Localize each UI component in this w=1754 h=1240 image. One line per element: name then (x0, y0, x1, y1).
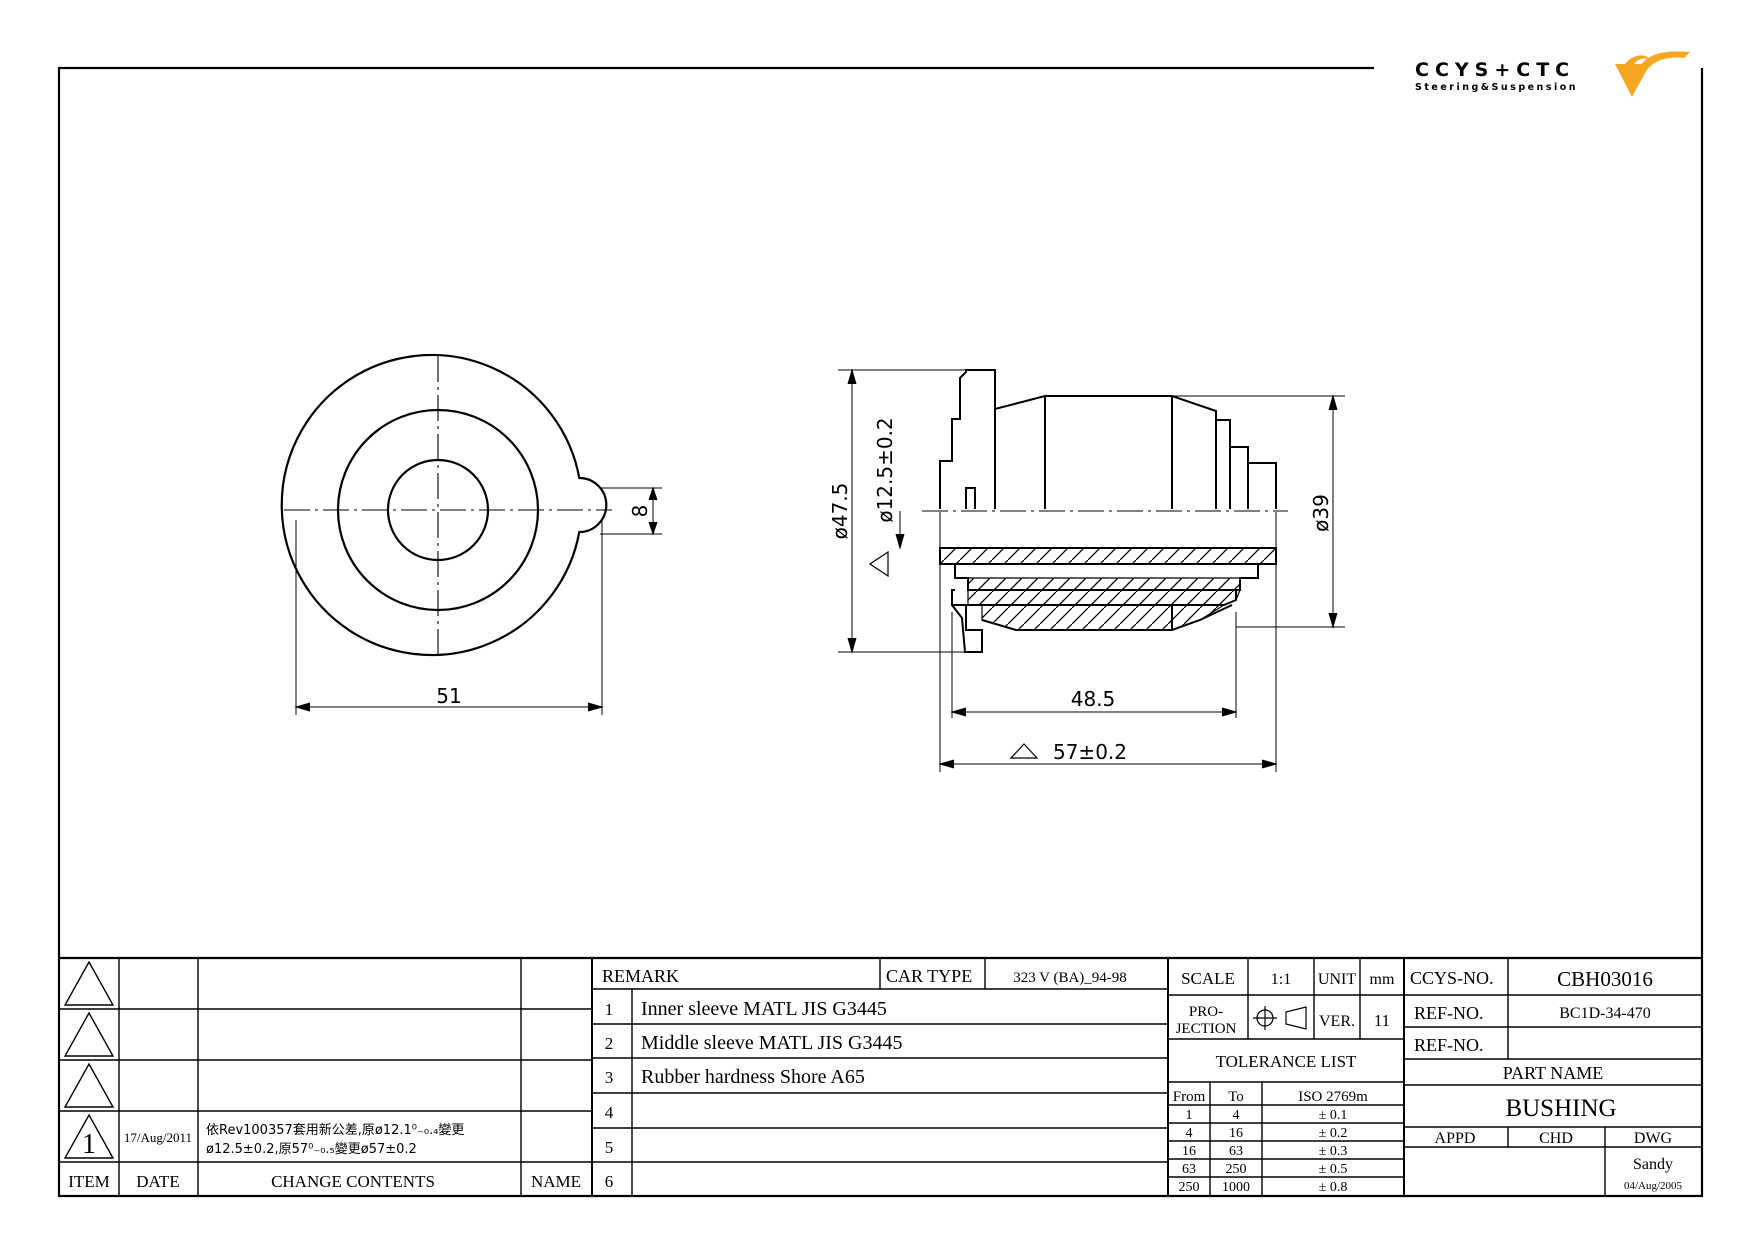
logo-brand-text: CCYS+CTC (1415, 59, 1575, 81)
rev-row4-change-line2: ø12.5±0.2,原57⁰₋₀.₅變更ø57±0.2 (206, 1141, 417, 1157)
remark-row5-no: 5 (605, 1138, 614, 1157)
title-block: CCYS-NO. CBH03016 REF-NO. BC1D-34-470 RE… (1410, 967, 1683, 1192)
projection-symbol-icon (1253, 1006, 1307, 1030)
remark-row4-no: 4 (605, 1103, 614, 1122)
remark-row1-no: 1 (605, 1000, 614, 1019)
front-view: 51 8 (280, 353, 662, 715)
front-view-centerlines (284, 356, 612, 654)
revision-triangle-icon (63, 1113, 115, 1159)
rev-row4-item: 1 (82, 1129, 96, 1160)
chd-label: CHD (1539, 1130, 1573, 1147)
tol-row-to: 4 (1233, 1108, 1240, 1123)
dim-len-total-label: 57±0.2 (1053, 740, 1127, 764)
revision-triangle-icon (63, 1062, 115, 1108)
part-name-value: BUSHING (1505, 1095, 1616, 1122)
ver-label: VER. (1319, 1013, 1355, 1030)
ref-no-label-2: REF-NO. (1414, 1035, 1484, 1055)
ver-value: 11 (1374, 1011, 1390, 1030)
tol-row-value: ± 0.8 (1319, 1180, 1348, 1195)
tol-row-from: 4 (1186, 1126, 1193, 1141)
tol-row-from: 63 (1182, 1162, 1196, 1177)
tol-row-to: 250 (1226, 1162, 1247, 1177)
company-logo: CCYS+CTC Steering&Suspension (1415, 51, 1690, 97)
front-view-outline (280, 353, 608, 657)
scale-value: 1:1 (1271, 971, 1291, 988)
tol-row-value: ± 0.1 (1319, 1108, 1348, 1123)
tol-row-from: 250 (1179, 1180, 1200, 1195)
tol-row-to: 63 (1229, 1144, 1243, 1159)
logo-emblem-icon (1615, 51, 1690, 97)
tolerance-title: TOLERANCE LIST (1216, 1052, 1357, 1071)
car-type-value: 323 V (BA)_94-98 (1013, 970, 1127, 986)
revision-triangle-icon (63, 960, 115, 1006)
ccys-no-label: CCYS-NO. (1410, 968, 1494, 988)
front-view-dimensions (294, 486, 662, 715)
tol-header-std: ISO 2769m (1298, 1089, 1368, 1105)
dim-len-inner-label: 48.5 (1071, 687, 1116, 711)
tolerance-rows: 1 4 ± 0.1 4 16 ± 0.2 16 63 ± 0.3 63 250 … (1179, 1108, 1348, 1195)
tol-header-from: From (1173, 1089, 1206, 1105)
remark-row2-text: Middle sleeve MATL JIS G3445 (641, 1032, 902, 1054)
dwg-date: 04/Aug/2005 (1624, 1180, 1683, 1192)
dim-dia2-label: ø39 (1309, 494, 1333, 532)
revision-triangle-icon (63, 1011, 115, 1057)
projection-line1: PRO- (1189, 1004, 1223, 1020)
logo-tagline-text: Steering&Suspension (1415, 82, 1578, 93)
ref-no-label-1: REF-NO. (1414, 1003, 1484, 1023)
scale-label: SCALE (1181, 969, 1235, 988)
scale-tolerance-block: SCALE 1:1 UNIT mm PRO- JECTION VER. 11 T… (1173, 969, 1395, 1195)
tol-header-to: To (1228, 1089, 1244, 1105)
tol-row-to: 1000 (1222, 1180, 1250, 1195)
rev-header-item: ITEM (68, 1172, 110, 1191)
tol-row-value: ± 0.2 (1319, 1126, 1348, 1141)
dim-bore-label: ø12.5±0.2 (873, 417, 897, 522)
part-name-label: PART NAME (1503, 1063, 1603, 1083)
rev-row4-change-line1: 依Rev100357套用新公差,原ø12.1⁰₋₀.₄變更 (206, 1122, 464, 1138)
dim-width-label: 51 (436, 684, 461, 708)
side-view-dimensions (838, 368, 1345, 772)
remark-row3-text: Rubber hardness Shore A65 (641, 1066, 865, 1088)
projection-line2: JECTION (1176, 1021, 1237, 1037)
side-view-hatching (939, 547, 1277, 631)
tol-row-from: 1 (1186, 1108, 1193, 1123)
remark-row1-text: Inner sleeve MATL JIS G3445 (641, 998, 887, 1020)
side-view: ø47.5 ø12.5±0.2 ø39 48.5 57±0.2 (828, 368, 1345, 772)
rev-header-name: NAME (531, 1172, 581, 1191)
rev-header-date: DATE (136, 1172, 179, 1191)
appd-label: APPD (1435, 1130, 1476, 1147)
remark-row3-no: 3 (605, 1068, 614, 1087)
car-type-label: CAR TYPE (886, 966, 972, 986)
ref-no-value-1: BC1D-34-470 (1559, 1005, 1651, 1022)
unit-label: UNIT (1318, 971, 1356, 988)
dwg-label: DWG (1634, 1130, 1673, 1147)
unit-value: mm (1370, 971, 1395, 988)
remark-label: REMARK (602, 966, 679, 986)
border-frame (57, 66, 1704, 1198)
rev-header-change: CHANGE CONTENTS (271, 1172, 435, 1191)
rev-row4-date: 17/Aug/2011 (124, 1130, 192, 1145)
tol-row-to: 16 (1229, 1126, 1243, 1141)
tol-row-value: ± 0.3 (1319, 1144, 1348, 1159)
table-grid (59, 956, 1702, 1196)
dim-outer-dia-label: ø47.5 (828, 483, 852, 540)
revision-table: 1 17/Aug/2011 依Rev100357套用新公差,原ø12.1⁰₋₀.… (68, 1122, 581, 1191)
remark-row2-no: 2 (605, 1034, 614, 1053)
remark-row6-no: 6 (605, 1172, 614, 1191)
ccys-no-value: CBH03016 (1557, 967, 1653, 991)
tol-row-from: 16 (1182, 1144, 1196, 1159)
dwg-name: Sandy (1633, 1156, 1673, 1173)
tol-row-value: ± 0.5 (1319, 1162, 1348, 1177)
revision-triangle-icon (868, 550, 1039, 759)
revision-triangles (63, 960, 115, 1159)
dim-lug-label: 8 (628, 505, 652, 518)
remark-table: REMARK CAR TYPE 323 V (BA)_94-98 1 Inner… (602, 966, 1127, 1191)
